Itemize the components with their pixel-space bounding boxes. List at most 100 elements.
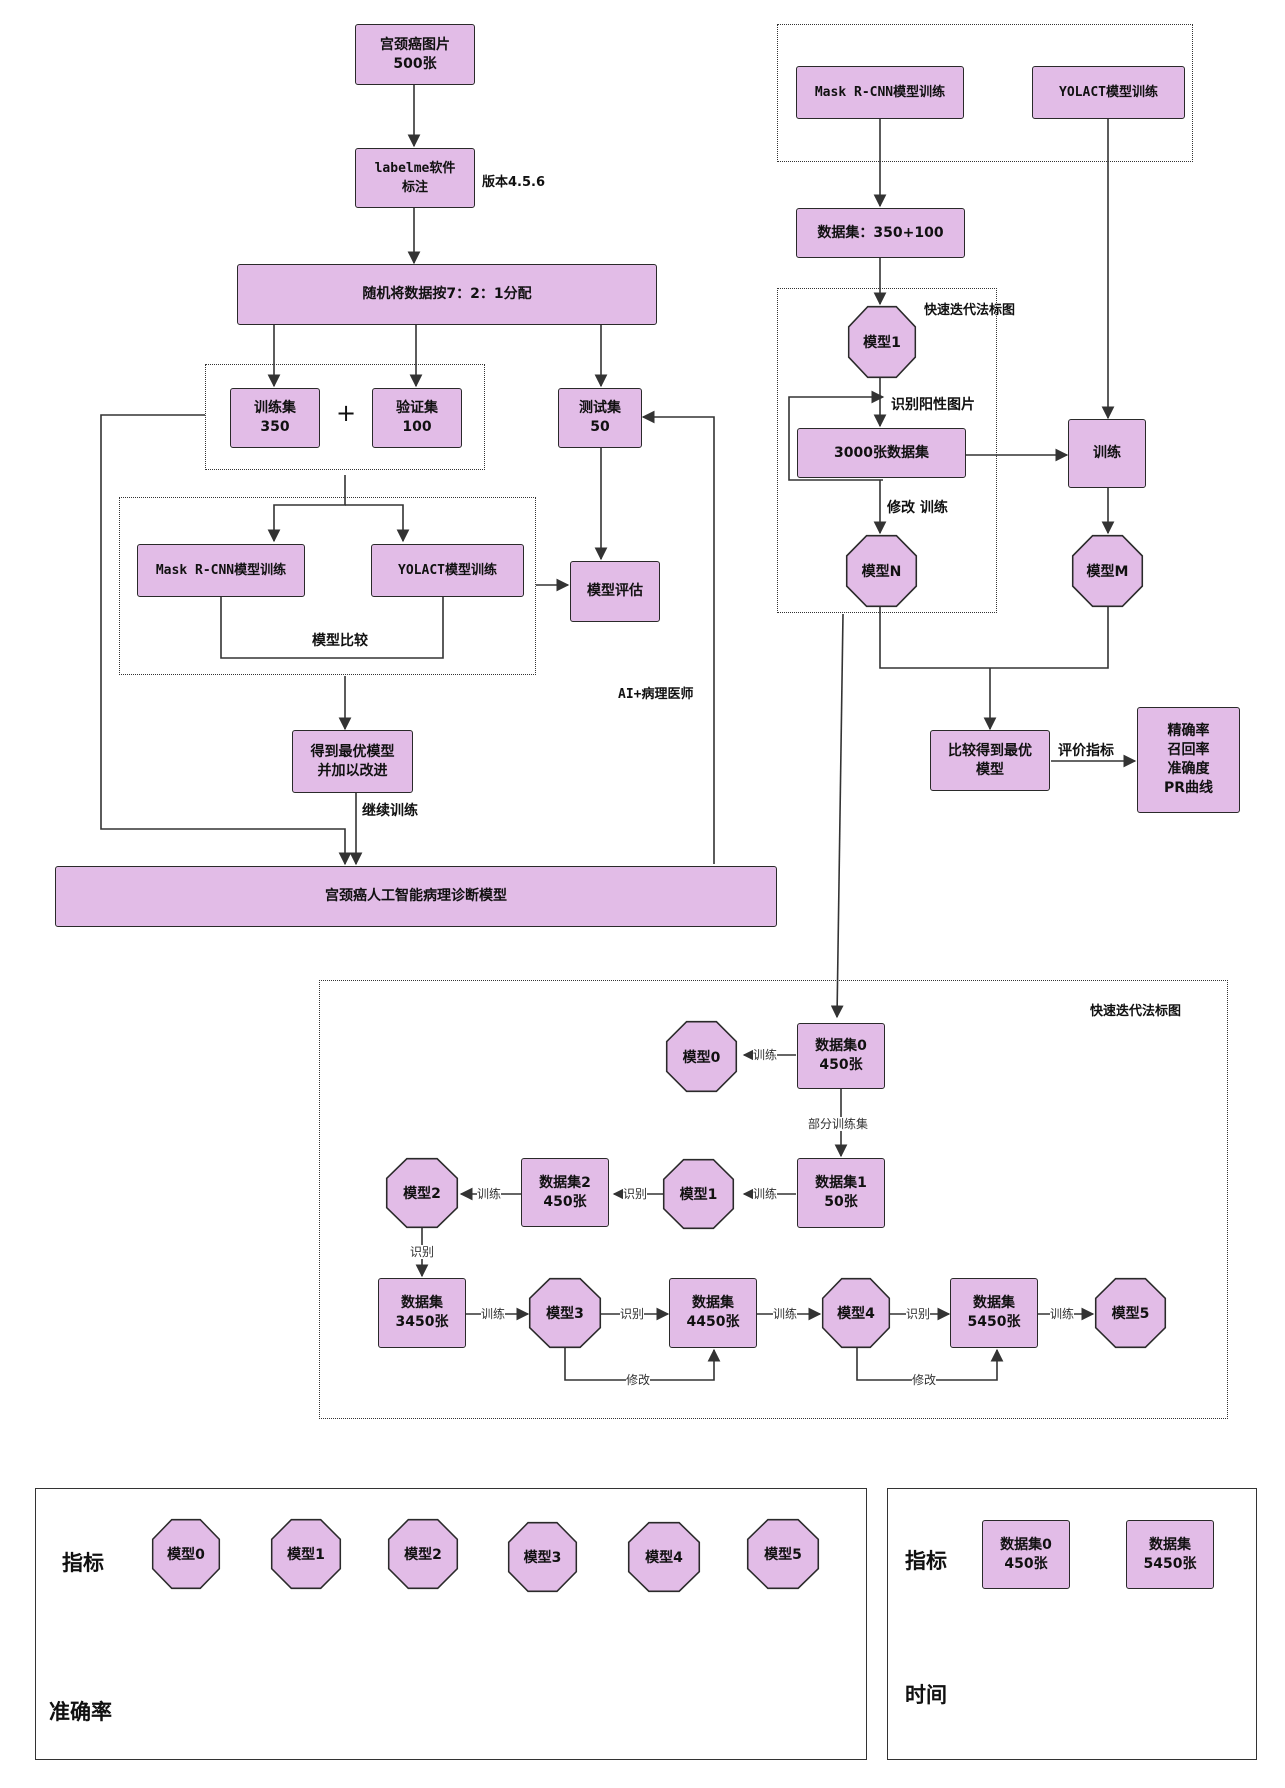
- time-table-panel: 指标 时间 数据集0 450张 数据集 5450张: [887, 1488, 1257, 1760]
- octagon-shape: [151, 1518, 221, 1590]
- table-model-2[interactable]: 模型2: [387, 1518, 459, 1590]
- edge-label-train-3: 训练: [481, 1307, 506, 1321]
- edge-label-train-5: 训练: [1050, 1307, 1075, 1321]
- octagon-shape: [528, 1277, 602, 1349]
- panel-metric-header: 指标: [62, 1551, 104, 1575]
- octagon-shape: [1071, 534, 1144, 608]
- accuracy-table-panel: 指标 准确率 模型0 模型1 模型2 模型3 模型4 模型5: [35, 1488, 867, 1760]
- node-model-1-right[interactable]: 模型1: [847, 305, 917, 379]
- node-fast-model-0[interactable]: 模型0: [665, 1020, 738, 1093]
- octagon-shape: [507, 1521, 578, 1593]
- table-model-0[interactable]: 模型0: [151, 1518, 221, 1590]
- octagon-shape: [845, 534, 918, 608]
- node-label: 模型2: [404, 1547, 442, 1563]
- node-model-m[interactable]: 模型M: [1071, 534, 1144, 608]
- table-model-4[interactable]: 模型4: [627, 1521, 701, 1593]
- node-dataset-3450[interactable]: 数据集 3450张: [378, 1278, 466, 1348]
- node-cervical-images[interactable]: 宫颈癌图片 500张: [355, 24, 475, 85]
- node-label: 模型3: [546, 1306, 584, 1322]
- node-train-right[interactable]: 训练: [1068, 419, 1146, 488]
- node-fast-model-5[interactable]: 模型5: [1094, 1277, 1167, 1349]
- node-dataset-0[interactable]: 数据集0 450张: [797, 1023, 885, 1089]
- node-label: 模型1: [863, 335, 901, 351]
- table-dataset-5450[interactable]: 数据集 5450张: [1126, 1520, 1214, 1589]
- fast-iteration-title-small: 快速迭代法标图: [924, 303, 1016, 318]
- node-model-evaluation[interactable]: 模型评估: [570, 561, 660, 622]
- node-label: 模型2: [403, 1186, 441, 1202]
- octagon-shape: [387, 1518, 459, 1590]
- plus-sign: +: [336, 399, 357, 427]
- node-final-ai-diagnosis-model[interactable]: 宫颈癌人工智能病理诊断模型: [55, 866, 777, 927]
- node-label: 模型5: [1111, 1306, 1150, 1322]
- edge-label-identify-4: 识别: [906, 1307, 931, 1321]
- node-fast-model-3[interactable]: 模型3: [528, 1277, 602, 1349]
- edge-label-identify-2: 识别: [410, 1245, 435, 1259]
- node-label: 模型4: [645, 1550, 683, 1566]
- octagon-shape: [662, 1158, 735, 1230]
- octagon-shape: [665, 1020, 738, 1093]
- octagon-shape: [1094, 1277, 1167, 1349]
- node-test-set[interactable]: 测试集 50: [558, 388, 642, 448]
- edge-label-identify-1: 识别: [623, 1187, 648, 1201]
- table-dataset-0[interactable]: 数据集0 450张: [982, 1520, 1070, 1589]
- table-model-3[interactable]: 模型3: [507, 1521, 578, 1593]
- table-model-5[interactable]: 模型5: [746, 1518, 820, 1590]
- octagon-shape: [847, 305, 917, 379]
- node-maskrcnn-training-right[interactable]: Mask R-CNN模型训练: [796, 66, 964, 119]
- node-labelme-annotation[interactable]: labelme软件 标注: [355, 148, 475, 208]
- node-dataset-1[interactable]: 数据集1 50张: [797, 1158, 885, 1228]
- model-training-group-left: [119, 497, 536, 675]
- octagon-shape: [821, 1277, 891, 1349]
- edge-label-modify-2: 修改: [912, 1373, 937, 1387]
- octagon-shape: [746, 1518, 820, 1590]
- node-label: 模型3: [523, 1550, 562, 1566]
- node-label: 模型1: [679, 1187, 718, 1203]
- table-model-1[interactable]: 模型1: [270, 1518, 342, 1590]
- node-label: 模型5: [764, 1547, 802, 1563]
- node-model-n[interactable]: 模型N: [845, 534, 918, 608]
- node-label: 模型1: [287, 1547, 325, 1563]
- node-random-split[interactable]: 随机将数据按7：2：1分配: [237, 264, 657, 325]
- edge-label-partial-train-set: 部分训练集: [808, 1117, 869, 1131]
- octagon-shape: [270, 1518, 342, 1590]
- node-yolact-training-left[interactable]: YOLACT模型训练: [371, 544, 524, 597]
- node-label: 模型0: [167, 1547, 205, 1563]
- panel-row-time: 时间: [905, 1683, 947, 1707]
- node-metrics-list[interactable]: 精确率 召回率 准确度 PR曲线: [1137, 707, 1240, 813]
- fast-iteration-title-large: 快速迭代法标图: [1090, 1004, 1182, 1019]
- node-compare-best-model[interactable]: 比较得到最优 模型: [930, 730, 1050, 791]
- node-training-set[interactable]: 训练集 350: [230, 388, 320, 448]
- edge-label-train-1: 训练: [753, 1187, 778, 1201]
- fast-iteration-group-large: [319, 980, 1228, 1419]
- ai-pathologist-label: AI+病理医师: [618, 687, 694, 702]
- edge-label-train-0: 训练: [753, 1048, 778, 1062]
- node-label: 模型0: [682, 1049, 721, 1066]
- fast-iteration-group-small: [777, 288, 997, 613]
- continue-training-label: 继续训练: [362, 803, 418, 819]
- edge-label-train-4: 训练: [773, 1307, 798, 1321]
- node-maskrcnn-training-left[interactable]: Mask R-CNN模型训练: [137, 544, 305, 597]
- edge-label-modify-1: 修改: [626, 1373, 651, 1387]
- edge-label-identify-3: 识别: [620, 1307, 645, 1321]
- evaluation-metrics-label: 评价指标: [1058, 743, 1114, 759]
- node-dataset-2[interactable]: 数据集2 450张: [521, 1158, 609, 1227]
- panel-row-accuracy: 准确率: [49, 1700, 112, 1724]
- node-dataset-5450[interactable]: 数据集 5450张: [950, 1278, 1038, 1348]
- node-dataset-4450[interactable]: 数据集 4450张: [669, 1278, 757, 1348]
- node-label: 模型4: [837, 1306, 875, 1322]
- model-training-group-right: [777, 24, 1193, 162]
- node-fast-model-4[interactable]: 模型4: [821, 1277, 891, 1349]
- octagon-shape: [385, 1157, 459, 1229]
- node-fast-model-2[interactable]: 模型2: [385, 1157, 459, 1229]
- node-fast-model-1[interactable]: 模型1: [662, 1158, 735, 1230]
- node-validation-set[interactable]: 验证集 100: [372, 388, 462, 448]
- node-3000-dataset[interactable]: 3000张数据集: [797, 428, 966, 478]
- node-best-model[interactable]: 得到最优模型 并加以改进: [292, 730, 413, 793]
- node-yolact-training-right[interactable]: YOLACT模型训练: [1032, 66, 1185, 119]
- modify-train-label: 修改 训练: [887, 500, 948, 516]
- node-dataset-350-100[interactable]: 数据集：350+100: [796, 208, 965, 258]
- labelme-version-label: 版本4.5.6: [482, 175, 546, 190]
- octagon-shape: [627, 1521, 701, 1593]
- panel-metric-header: 指标: [905, 1549, 947, 1573]
